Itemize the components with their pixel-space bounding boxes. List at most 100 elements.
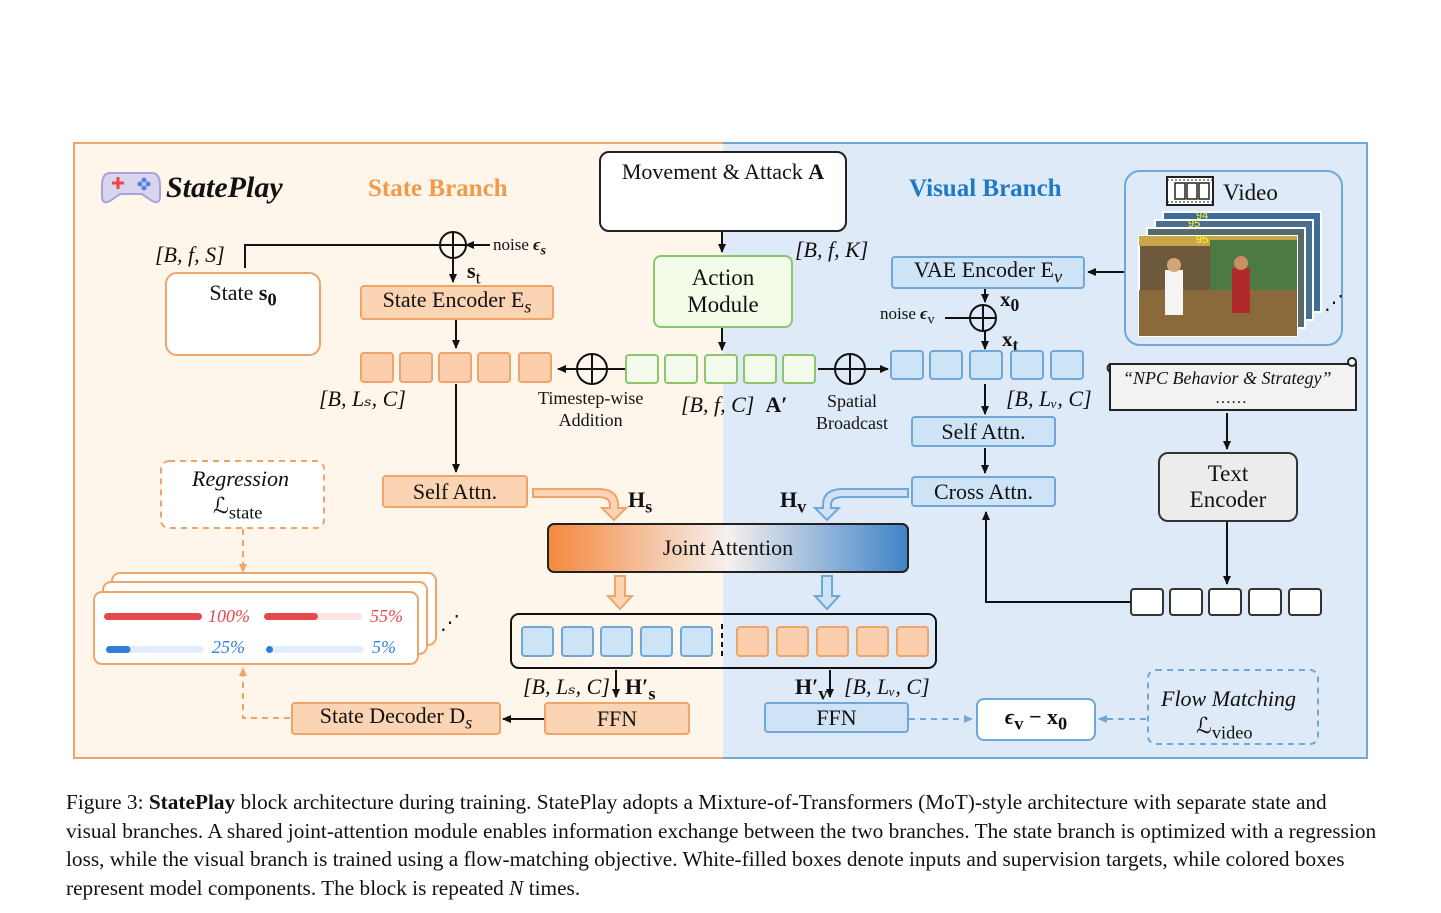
hs-prime-label: [B, Lₛ, C] xyxy=(523,674,610,699)
state-bar-fill xyxy=(264,613,318,620)
state-token xyxy=(360,352,394,383)
text-token xyxy=(1208,588,1242,616)
app-title: StatePlay xyxy=(166,171,283,204)
noise-add-visual-icon xyxy=(945,304,997,332)
text-token xyxy=(1248,588,1282,616)
flow-matching-label: Flow Matching xyxy=(1161,686,1297,711)
action-tokens-dims: [B, f, C] A′ xyxy=(681,392,788,417)
combined-token-state xyxy=(896,626,929,657)
state-bar-track xyxy=(266,646,364,653)
svg-text:95: 95 xyxy=(1188,218,1200,230)
noise-add-state-icon xyxy=(439,231,467,259)
state-var: s xyxy=(258,280,268,305)
state-token xyxy=(399,352,433,383)
hv-prime-label: [B, Lᵥ, C] xyxy=(844,674,930,699)
hs-label: Hs xyxy=(628,487,653,517)
state-bar-label: 100% xyxy=(208,606,250,626)
combined-token-state xyxy=(816,626,849,657)
self-attn-state-box: Self Attn. xyxy=(382,475,528,508)
state-var-sub: 0 xyxy=(267,289,277,310)
velocity-target-box: ϵv − x0 xyxy=(976,698,1096,741)
x0-label: x0 xyxy=(1000,287,1020,316)
state-input-dims: [B, f, S] xyxy=(155,242,225,267)
joint-to-ffn-state-arrow xyxy=(605,575,635,611)
video-label: Video xyxy=(1223,180,1278,205)
action-token xyxy=(664,354,698,384)
text-token xyxy=(1288,588,1322,616)
text-token xyxy=(1169,588,1203,616)
state-bar-fill xyxy=(266,646,273,653)
combined-token-state xyxy=(856,626,889,657)
state-bar-fill xyxy=(106,646,131,653)
noise-state-label: noise ϵs xyxy=(493,235,546,259)
text-token xyxy=(1130,588,1164,616)
video-frames: 94 95 95 xyxy=(1138,210,1322,337)
state-bar-track xyxy=(106,646,204,653)
regression-loss-box xyxy=(160,460,325,529)
state-bar-fill xyxy=(104,613,202,620)
combined-token-container xyxy=(510,613,937,669)
state-bar-label: 55% xyxy=(370,606,403,626)
state-bar-label: 5% xyxy=(372,637,396,657)
vae-encoder-box: VAE Encoder Ev xyxy=(891,256,1085,289)
combined-token-visual xyxy=(600,626,633,657)
state-cards-more-ellipsis: ⋰ xyxy=(440,612,460,634)
visual-token xyxy=(929,350,963,380)
action-token xyxy=(743,354,777,384)
video-input-box xyxy=(1124,170,1343,346)
joint-to-ffn-visual-arrow xyxy=(812,575,842,611)
state-input-connector xyxy=(244,241,490,283)
action-input-box: Movement & Attack A xyxy=(599,151,847,232)
action-token xyxy=(704,354,738,384)
state-tokens-dims: [B, Lₛ, C] xyxy=(319,386,406,411)
text-prompt-scroll xyxy=(1106,357,1357,411)
noise-visual-label: noise ϵv xyxy=(880,304,935,328)
action-token xyxy=(625,354,659,384)
ffn-state-box: FFN xyxy=(544,702,690,735)
flow-matching-loss: ℒvideo xyxy=(1196,713,1253,743)
state-token xyxy=(438,352,472,383)
joint-attention-label: Joint Attention xyxy=(662,535,794,561)
visual-token xyxy=(1010,350,1044,380)
self-attn-visual-box: Self Attn. xyxy=(911,416,1056,447)
regression-loss: ℒstate xyxy=(213,493,263,523)
combined-token-visual xyxy=(521,626,554,657)
visual-token xyxy=(890,350,924,380)
visual-token xyxy=(969,350,1003,380)
text-prompt: “NPC Behavior & Strategy” xyxy=(1123,368,1332,388)
ffn-visual-box: FFN xyxy=(764,702,909,733)
visual-tokens-dims: [B, Lᵥ, C] xyxy=(1006,386,1092,411)
timestep-add-icon xyxy=(557,353,625,385)
gamepad-logo-icon xyxy=(101,172,161,204)
visual-branch-title: Visual Branch xyxy=(909,175,1062,202)
video-more-ellipsis: ⋰ xyxy=(1324,292,1344,314)
combined-token-visual xyxy=(640,626,673,657)
hv-prime-var: H′v xyxy=(795,674,828,704)
film-strip-icon xyxy=(1166,176,1214,206)
cross-attn-box: Cross Attn. xyxy=(911,476,1056,507)
state-decoder-box: State Decoder Ds xyxy=(291,702,501,735)
figure-caption: Figure 3: StatePlay block architecture d… xyxy=(66,790,1377,900)
hs-flow-arrow xyxy=(532,488,629,522)
action-token xyxy=(782,354,816,384)
svg-text:94: 94 xyxy=(1196,210,1208,222)
hs-prime-var: H′s xyxy=(625,674,656,704)
state-token xyxy=(477,352,511,383)
state-branch-title: State Branch xyxy=(368,175,508,202)
text-prompt-more: …… xyxy=(1215,390,1247,407)
st-label: st xyxy=(467,258,481,288)
spatial-broadcast-icon xyxy=(818,353,889,385)
xt-label: xt xyxy=(1002,327,1019,356)
combined-token-state xyxy=(736,626,769,657)
state-input-label: State xyxy=(209,280,254,305)
hv-flow-arrow xyxy=(812,488,909,522)
state-card-front xyxy=(93,591,419,665)
combined-token-visual xyxy=(680,626,713,657)
visual-token xyxy=(1050,350,1084,380)
action-input-dims: [B, f, K] xyxy=(795,237,869,262)
joint-attention-box xyxy=(547,523,909,573)
